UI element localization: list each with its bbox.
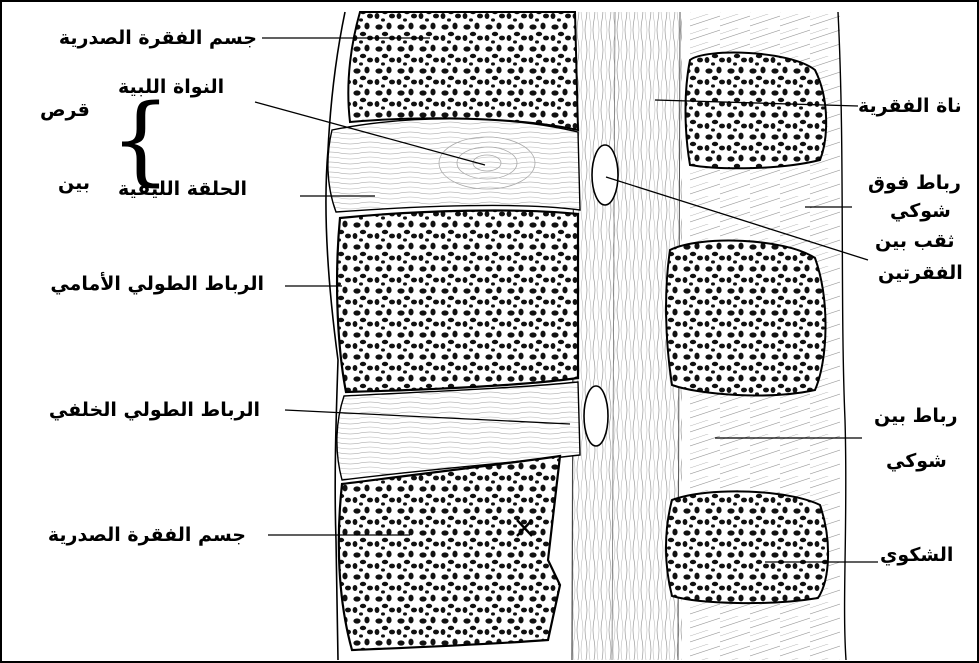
label-intervertebral-foramen-1: ثقب بين: [875, 230, 955, 252]
label-vertebral-body-top: جسم الفقرة الصدرية: [59, 27, 257, 49]
label-vertebral-canal: ناة الفقرية: [858, 95, 962, 117]
label-between: بين: [58, 172, 90, 194]
brace-icon: {: [110, 92, 171, 188]
label-vertebral-body-bottom: جسم الفقرة الصدرية: [48, 524, 246, 546]
label-posterior-longitudinal-ligament: الرباط الطولي الخلفي: [49, 399, 260, 421]
label-supraspinous-ligament-2: شوكي: [890, 200, 951, 222]
label-interspinous-ligament-1: رباط بين: [874, 405, 958, 427]
label-intervertebral-foramen-2: الفقرتين: [878, 262, 963, 284]
label-anterior-longitudinal-ligament: الرباط الطولي الأمامي: [50, 273, 264, 295]
label-disc: قرص: [40, 99, 90, 121]
label-spinous-process: الشكوي: [880, 544, 953, 566]
label-supraspinous-ligament-1: رباط فوق: [868, 172, 961, 194]
label-interspinous-ligament-2: شوكي: [886, 450, 947, 472]
